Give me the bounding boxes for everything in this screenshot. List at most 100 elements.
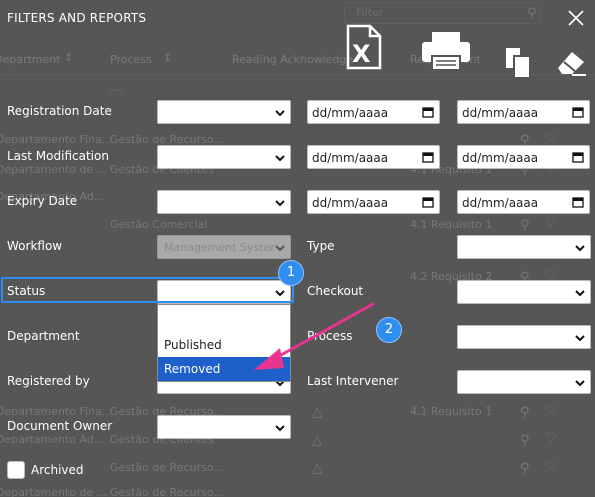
- calendar-icon[interactable]: [572, 196, 584, 208]
- chevron-down-icon: [575, 245, 585, 252]
- search-icon: ⚲: [520, 133, 530, 148]
- person-icon: △: [312, 461, 322, 476]
- status-highlight-box: [1, 277, 294, 303]
- last-intervener-select[interactable]: [457, 370, 591, 394]
- search-icon: ⚲: [520, 218, 530, 233]
- search-icon: ⚲: [520, 461, 530, 476]
- print-icon[interactable]: [420, 30, 472, 72]
- table-row: ---: [110, 83, 122, 96]
- status-dropdown: Published Removed: [157, 304, 291, 382]
- date-placeholder: dd/mm/aaaa: [462, 106, 539, 120]
- copy-icon[interactable]: [500, 46, 534, 80]
- table-row: Departamento Fina...: [0, 133, 113, 146]
- heart-icon: ♡: [545, 131, 557, 146]
- search-icon: ⚲: [520, 405, 530, 420]
- step-badge-2: 2: [376, 317, 402, 343]
- last-modification-to[interactable]: dd/mm/aaaa: [457, 145, 590, 169]
- checkout-select[interactable]: [457, 280, 591, 304]
- modal-title: FILTERS AND REPORTS: [7, 11, 147, 25]
- date-placeholder: dd/mm/aaaa: [312, 196, 389, 210]
- search-icon: ⚲: [520, 270, 530, 285]
- column-header-process: Process: [110, 53, 152, 66]
- last-intervener-label: Last Intervener: [307, 374, 399, 388]
- sort-icon: ↕: [163, 51, 173, 64]
- chevron-down-icon: [575, 335, 585, 342]
- calendar-icon[interactable]: [422, 196, 434, 208]
- filter-search-placeholder: Filter: [356, 6, 384, 19]
- last-modification-from[interactable]: dd/mm/aaaa: [307, 145, 440, 169]
- date-placeholder: dd/mm/aaaa: [312, 106, 389, 120]
- process-label: Process: [307, 329, 353, 343]
- table-row: 4.1 Requisito 1: [410, 405, 493, 418]
- column-header-reading-acknowledge: Reading Acknowledge: [232, 53, 354, 66]
- table-row: Gestão de Recurso...: [110, 461, 224, 474]
- person-icon: △: [312, 405, 322, 420]
- archived-label: Archived: [31, 463, 84, 477]
- chevron-down-icon: [275, 380, 285, 387]
- document-owner-label: Document Owner: [7, 419, 113, 433]
- last-modification-select[interactable]: [157, 145, 291, 169]
- search-icon: ⚲: [527, 6, 537, 21]
- table-row: Departamento Fina...: [0, 405, 113, 418]
- heart-icon: ♡: [545, 216, 557, 231]
- process-select[interactable]: [457, 325, 591, 349]
- sort-icon: ↕: [64, 51, 74, 64]
- table-row: Gestão Comercial: [110, 218, 208, 231]
- table-row: 4.2 Requisito 2: [410, 270, 493, 283]
- last-modification-label: Last Modification: [7, 149, 109, 163]
- registration-date-to[interactable]: dd/mm/aaaa: [457, 100, 590, 124]
- svg-text:X: X: [352, 40, 371, 68]
- search-icon: ⚲: [520, 433, 530, 448]
- chevron-down-icon: [275, 425, 285, 432]
- date-placeholder: dd/mm/aaaa: [312, 151, 389, 165]
- excel-export-icon[interactable]: X: [346, 24, 382, 70]
- close-icon[interactable]: [565, 7, 587, 29]
- checkout-label: Checkout: [307, 284, 364, 298]
- type-select[interactable]: [457, 235, 591, 259]
- workflow-label: Workflow: [7, 239, 63, 253]
- expiry-date-select[interactable]: [157, 190, 291, 214]
- date-placeholder: dd/mm/aaaa: [462, 151, 539, 165]
- workflow-value: Management Syster: [164, 241, 275, 254]
- heart-icon: ♡: [545, 403, 557, 418]
- chevron-down-icon: [575, 290, 585, 297]
- calendar-icon[interactable]: [572, 106, 584, 118]
- table-row: Departamento Ad...: [0, 433, 105, 446]
- status-label: Status: [7, 284, 46, 298]
- calendar-icon[interactable]: [422, 151, 434, 163]
- registration-date-select[interactable]: [157, 100, 291, 124]
- table-row: 4.1 Requisito 1: [410, 218, 493, 231]
- document-owner-select[interactable]: [157, 415, 291, 439]
- calendar-icon[interactable]: [422, 106, 434, 118]
- type-label: Type: [307, 239, 335, 253]
- chevron-down-icon: [275, 245, 285, 252]
- chevron-down-icon: [275, 290, 285, 297]
- chevron-down-icon: [275, 200, 285, 207]
- calendar-icon[interactable]: [572, 151, 584, 163]
- annotation-arrow: [254, 302, 375, 370]
- heart-icon: ♡: [545, 431, 557, 446]
- chevron-down-icon: [575, 380, 585, 387]
- expiry-date-from[interactable]: dd/mm/aaaa: [307, 190, 440, 214]
- table-row: Gestão de Recurso...: [110, 486, 224, 497]
- archived-checkbox[interactable]: [7, 461, 25, 479]
- chevron-down-icon: [275, 110, 285, 117]
- heart-icon: ♡: [545, 268, 557, 283]
- workflow-select[interactable]: Management Syster: [157, 235, 291, 259]
- table-row: Gestão de Recurso...: [110, 405, 224, 418]
- registration-date-label: Registration Date: [7, 104, 112, 118]
- header-divider: [0, 74, 595, 75]
- step-badge-1: 1: [278, 260, 304, 286]
- eraser-icon[interactable]: [554, 48, 588, 78]
- status-option-published[interactable]: Published: [164, 338, 222, 352]
- filter-search-box: [344, 2, 540, 24]
- status-select[interactable]: [157, 280, 291, 304]
- registration-date-from[interactable]: dd/mm/aaaa: [307, 100, 440, 124]
- table-row: Gestão de Recurso...: [110, 133, 224, 146]
- column-header-department: Department: [0, 53, 61, 66]
- table-row: Departamento de ...: [0, 163, 108, 176]
- search-icon: ⚲: [520, 163, 530, 178]
- heart-icon: ♡: [545, 459, 557, 474]
- registered-by-label: Registered by: [7, 374, 90, 388]
- expiry-date-to[interactable]: dd/mm/aaaa: [457, 190, 590, 214]
